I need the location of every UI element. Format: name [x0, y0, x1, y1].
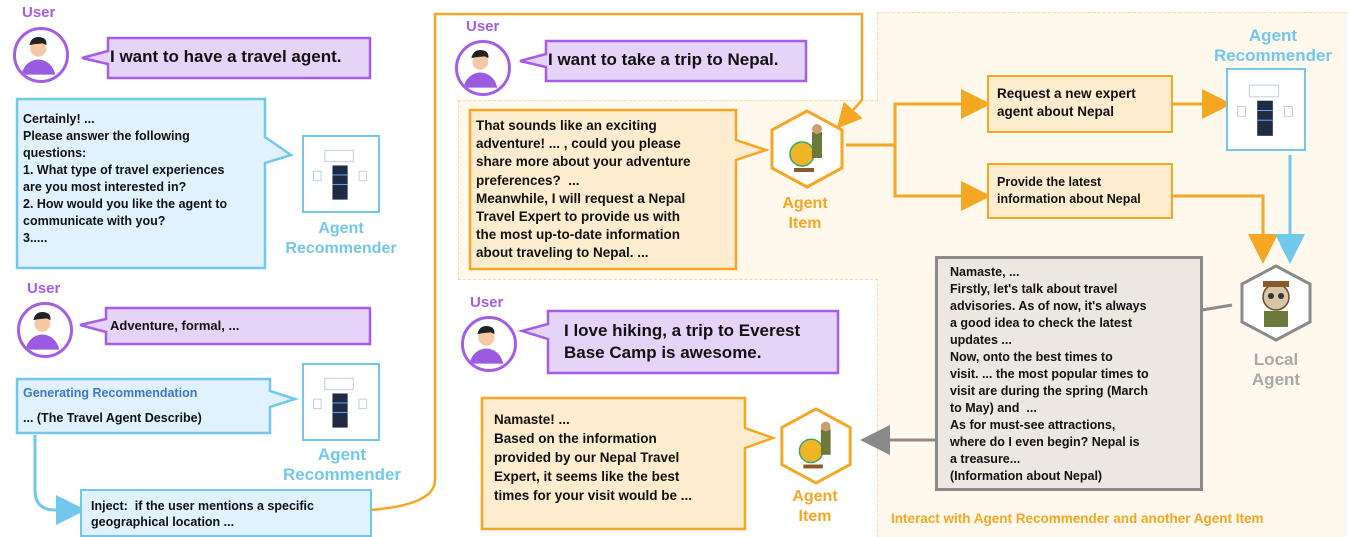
user-msg-2: Adventure, formal, ...: [110, 318, 240, 333]
agent-reply-line: about traveling to Nepal. ...: [476, 245, 649, 261]
agent-recommender-label-1: Agent Recommender: [283, 219, 399, 259]
local-reply-line: updates ...: [950, 333, 1012, 347]
agent-item-label-1: Agent Item: [770, 194, 840, 234]
agent-reply-line: Travel Expert to provide us with: [476, 209, 681, 225]
agent-recommender-label-3: Agent Recommender: [1207, 26, 1339, 66]
provide-info-line: information about Nepal: [997, 192, 1141, 206]
agent-reply2-line: times for your visit would be ...: [494, 488, 693, 503]
agent-item-label-line1: Agent: [792, 488, 838, 505]
agent-reply2-line: provided by our Nepal Travel: [494, 450, 680, 465]
user-bubble-3: I want to take a trip to Nepal.: [518, 39, 808, 83]
recommender-reply-line: 3.....: [23, 231, 48, 245]
local-reply-line: As for must-see attractions,: [950, 418, 1116, 432]
agent-item-label-line2: Item: [798, 508, 832, 525]
user-label-4: User: [470, 294, 504, 311]
local-agent-reply-box: Namaste, ... Firstly, let's talk about t…: [935, 256, 1203, 491]
agent-recommender-label-2: Agent Recommender: [279, 445, 405, 485]
recommender-reply-line: Please answer the following: [23, 129, 190, 143]
user-msg-hiking-line: I love hiking, a trip to Everest: [564, 321, 801, 340]
agent-reply2-line: Expert, it seems like the best: [494, 469, 680, 484]
recommender-label-line1: Agent: [1248, 26, 1298, 45]
inject-box: Inject: if the user mentions a specific …: [80, 489, 372, 537]
local-reply-line: Now, onto the best times to: [950, 350, 1113, 364]
agent-item-label-2: Agent Item: [780, 487, 850, 527]
agent-reply-line: Meanwhile, I will request a Nepal: [476, 190, 686, 206]
agent-reply-bubble-1: That sounds like an exciting adventure! …: [468, 108, 770, 271]
interact-caption: Interact with Agent Recommender and anot…: [891, 511, 1264, 526]
agent-item-label-line2: Item: [788, 215, 822, 232]
request-expert-box: Request a new expert agent about Nepal: [987, 75, 1173, 133]
user-label-1: User: [22, 4, 56, 21]
agent-to-request-arrow: [846, 89, 991, 147]
user-avatar-3: [455, 40, 511, 96]
recommender-label-line1: Agent: [317, 445, 367, 464]
inject-to-agent-line: [369, 12, 864, 512]
agent-reply-line: the most up-to-date information: [476, 227, 680, 243]
recommender-reply-line: 1. What type of travel experiences: [23, 163, 225, 177]
user-avatar-2: [17, 302, 73, 358]
local-reply-line: advisories. As of now, it's always: [950, 299, 1147, 313]
recommender-label-line2: Recommender: [1213, 46, 1333, 65]
agent-reply-bubble-2: Namaste! ... Based on the information pr…: [480, 396, 777, 531]
generating-bubble: Generating Recommendation ... (The Trave…: [15, 377, 300, 435]
user-bubble-1: I want to have a travel agent.: [80, 36, 372, 80]
local-reply-line: visit. ... the most popular times to: [950, 367, 1149, 381]
local-reply-line: (Information about Nepal): [950, 469, 1103, 483]
server-icon: [302, 135, 380, 213]
recommender-reply-line: 2. How would you like the agent to: [23, 197, 228, 211]
local-reply-line: to May) and ...: [950, 401, 1037, 415]
user-label-3: User: [466, 18, 500, 35]
provide-info-box: Provide the latest information about Nep…: [987, 163, 1173, 219]
local-agent-icon: [1236, 263, 1316, 343]
recommender-reply-line: communicate with you?: [23, 214, 166, 228]
agent-reply-line: adventure! ... , could you please: [476, 136, 681, 152]
local-agent-label: Local Agent: [1237, 350, 1315, 390]
local-agent-label-line2: Agent: [1251, 370, 1301, 389]
request-expert-line: Request a new expert: [997, 86, 1136, 101]
agent-reply2-line: Based on the information: [494, 431, 657, 446]
agent-to-provide-arrow: [893, 145, 991, 211]
user-msg-nepal: I want to take a trip to Nepal.: [548, 50, 779, 69]
generating-body: ... (The Travel Agent Describe): [23, 411, 202, 425]
recommender-label-line2: Recommender: [282, 465, 402, 484]
server-icon: [1226, 68, 1306, 151]
inject-line: geographical location ...: [91, 515, 235, 529]
agent-reply-line: share more about your adventure: [476, 154, 691, 170]
generating-title: Generating Recommendation: [23, 386, 198, 400]
recommender-reply-line: Certainly! ...: [23, 112, 95, 126]
inject-arrow: [33, 435, 86, 525]
recommender-label-line1: Agent: [318, 220, 364, 237]
recommender-reply-line: are you most interested in?: [23, 180, 187, 194]
user-label-2: User: [27, 280, 61, 297]
recommender-reply-bubble: Certainly! ... Please answer the followi…: [15, 97, 294, 270]
agent-reply2-line: Namaste! ...: [494, 412, 570, 427]
server-icon: [302, 363, 380, 441]
agent-reply-line: preferences? ...: [476, 172, 580, 188]
local-reply-line: Firstly, let's talk about travel: [950, 282, 1118, 296]
user-msg-hiking-line: Base Camp is awesome.: [564, 343, 762, 362]
inject-line: Inject: if the user mentions a specific: [91, 499, 314, 513]
recommender-reply-line: questions:: [23, 146, 87, 160]
recommender-label-line2: Recommender: [285, 240, 397, 257]
local-reply-line: visit are during the spring (March: [950, 384, 1148, 398]
local-reply-line: a treasure...: [950, 452, 1021, 466]
local-agent-label-line1: Local: [1253, 350, 1299, 369]
provide-to-local-arrow: [1173, 194, 1278, 264]
agent-item-icon: [776, 406, 856, 486]
user-msg-1: I want to have a travel agent.: [110, 47, 342, 66]
local-agent-pointer: [1201, 303, 1233, 312]
user-avatar-1: [13, 27, 69, 83]
user-bubble-4: I love hiking, a trip to Everest Base Ca…: [517, 309, 840, 375]
local-reply-line: a good idea to check the latest: [950, 316, 1132, 330]
agent-item-icon: [766, 108, 848, 190]
local-reply-line: Namaste, ...: [950, 265, 1020, 279]
provide-info-line: Provide the latest: [997, 175, 1102, 189]
request-expert-line: agent about Nepal: [997, 104, 1115, 119]
user-bubble-2: Adventure, formal, ...: [78, 306, 372, 346]
agent-item-label-line1: Agent: [782, 195, 828, 212]
agent-reply-line: That sounds like an exciting: [476, 118, 657, 133]
local-reply-line: where do I even begin? Nepal is: [950, 435, 1140, 449]
user-avatar-4: [461, 316, 517, 372]
